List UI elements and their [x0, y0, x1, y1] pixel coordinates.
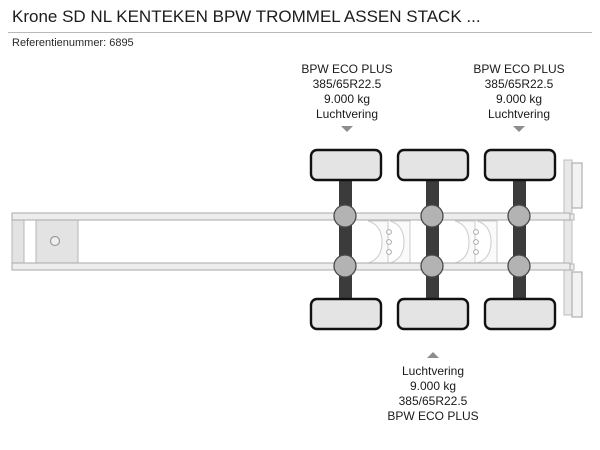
axle-callout-top-right: BPW ECO PLUS 385/65R22.5 9.000 kg Luchtv… [439, 62, 599, 122]
wheel-hub-bottom [333, 254, 357, 278]
callout-line-suspension: Luchtvering [315, 107, 379, 121]
header-divider [8, 32, 592, 33]
chassis-rail-top [11, 212, 571, 221]
tire-top [483, 148, 557, 182]
axle-assembly-1 [309, 148, 383, 331]
wheel-hub-bottom [507, 254, 531, 278]
callout-line-brand: BPW ECO PLUS [301, 62, 393, 76]
callout-line-capacity: 9.000 kg [495, 92, 543, 106]
wheel-hub-top [507, 204, 531, 228]
tire-top [396, 148, 470, 182]
rear-frame-group [555, 159, 583, 318]
wheel-hub-top [333, 204, 357, 228]
axle-assembly-2 [396, 148, 470, 331]
tire-top [309, 148, 383, 182]
callout-line-tyre-size: 385/65R22.5 [398, 394, 468, 408]
suspension-detail-2 [454, 220, 498, 264]
callout-line-capacity: 9.000 kg [323, 92, 371, 106]
callout-line-tyre-size: 385/65R22.5 [312, 77, 382, 91]
chassis-body [12, 218, 568, 267]
callout-line-suspension: Luchtvering [487, 107, 551, 121]
tire-bottom [309, 297, 383, 331]
callout-pointer-up-icon [427, 352, 439, 358]
header: Krone SD NL KENTEKEN BPW TROMMEL ASSEN S… [0, 0, 600, 52]
axle-assembly-3 [483, 148, 557, 331]
page-title: Krone SD NL KENTEKEN BPW TROMMEL ASSEN S… [12, 7, 481, 26]
callout-line-brand: BPW ECO PLUS [473, 62, 565, 76]
callout-line-brand: BPW ECO PLUS [387, 409, 479, 423]
wheel-hub-top [420, 204, 444, 228]
tire-bottom [483, 297, 557, 331]
chassis-rails [11, 212, 571, 271]
callout-pointer-down-icon [513, 126, 525, 132]
callout-line-suspension: Luchtvering [401, 364, 465, 378]
kingpin-icon [49, 235, 61, 247]
chassis-rail-bottom [11, 262, 571, 271]
axle-beam [513, 172, 526, 305]
axle-callout-bottom: Luchtvering 9.000 kg 385/65R22.5 BPW ECO… [353, 364, 513, 424]
callout-pointer-down-icon [341, 126, 353, 132]
callout-line-tyre-size: 385/65R22.5 [484, 77, 554, 91]
kingpin-plate-group [11, 217, 79, 268]
wheel-hub-bottom [420, 254, 444, 278]
axle-callout-top-left: BPW ECO PLUS 385/65R22.5 9.000 kg Luchtv… [267, 62, 427, 122]
reference-number: Referentienummer: 6895 [12, 37, 134, 49]
callout-line-capacity: 9.000 kg [409, 379, 457, 393]
axle-beam [426, 172, 439, 305]
tire-bottom [396, 297, 470, 331]
axle-beam [339, 172, 352, 305]
suspension-detail-1 [367, 220, 411, 264]
